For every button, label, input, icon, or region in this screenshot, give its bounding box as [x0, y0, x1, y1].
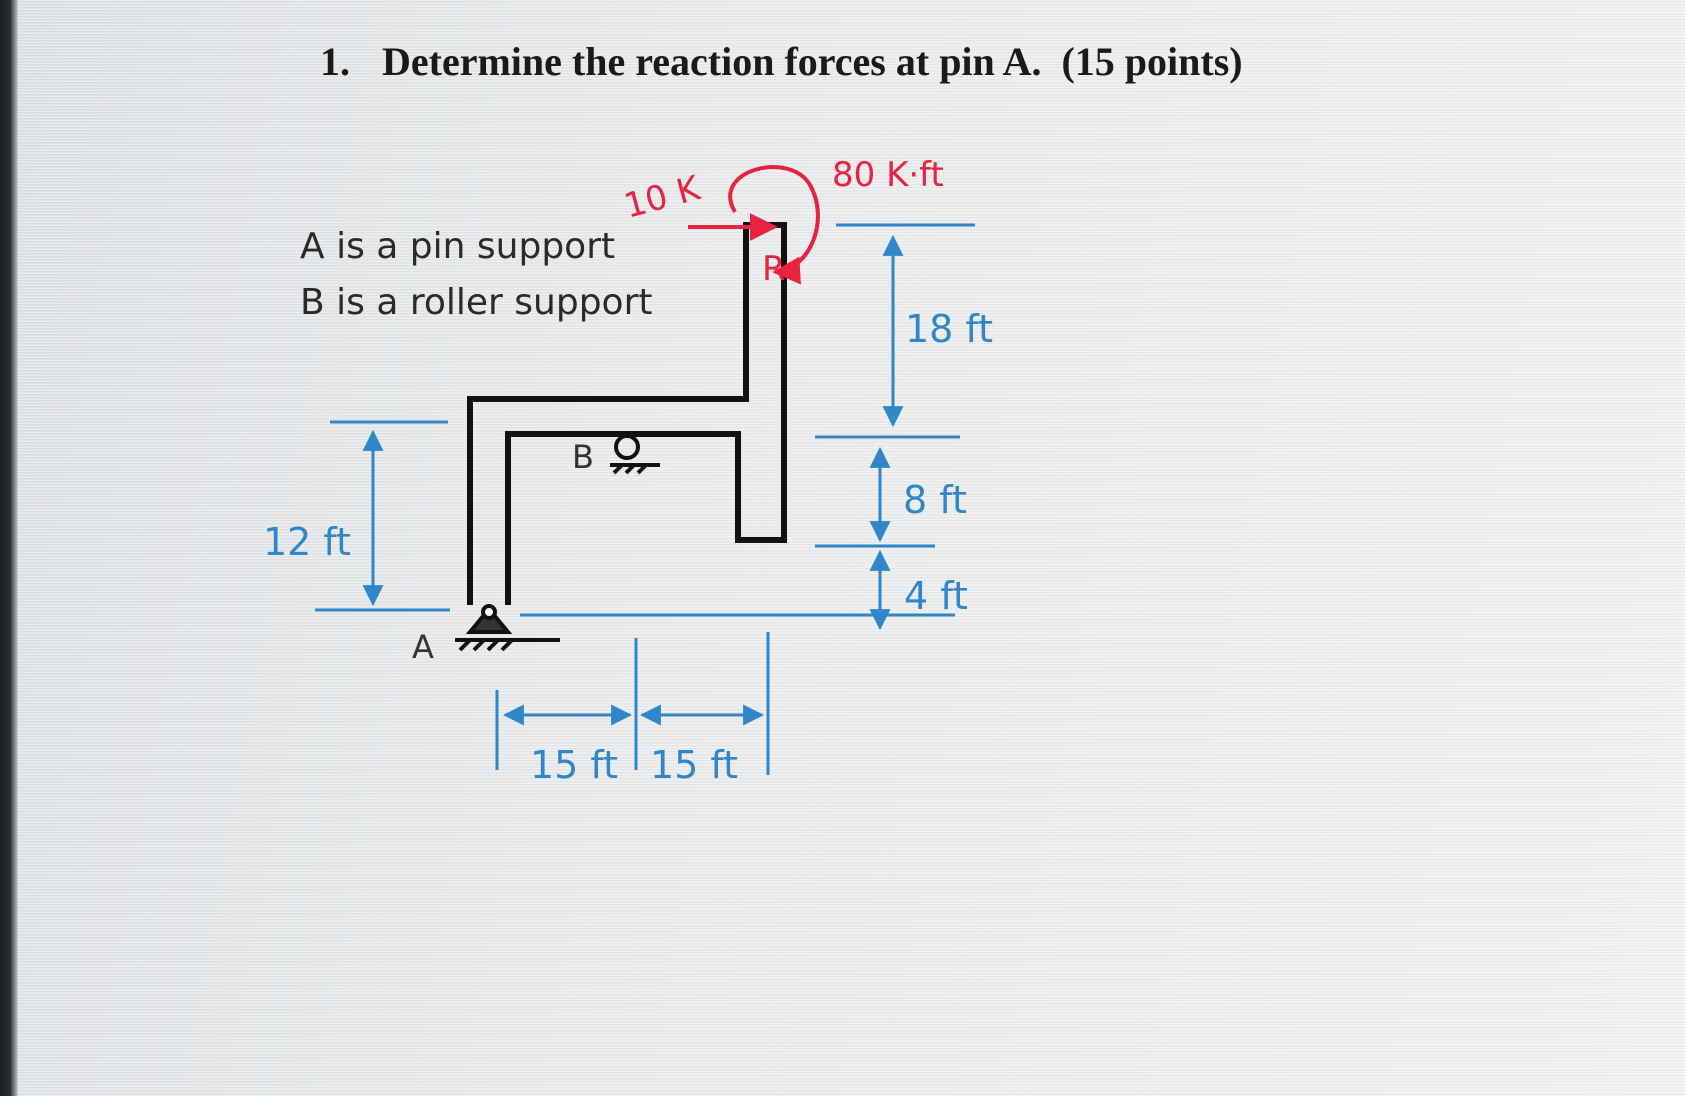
dim-18-label: 18 ft [905, 307, 993, 351]
load-annotations [688, 165, 820, 285]
dim-4-label: 4 ft [904, 574, 968, 618]
frame-outline [467, 222, 787, 605]
dimension-lines [315, 223, 975, 775]
force-label: 10 K [620, 168, 706, 227]
question-title: 1. Determine the reaction forces at pin A… [320, 38, 1243, 85]
dim-8-label: 8 ft [903, 478, 967, 522]
dim-15a-label: 15 ft [530, 743, 618, 787]
moment-marker: R [762, 249, 786, 289]
pin-support-a [455, 604, 560, 652]
label-a: A [412, 628, 434, 666]
roller-wheel [614, 434, 640, 460]
question-number: 1. [320, 39, 350, 84]
dim-12-label: 12 ft [263, 520, 351, 564]
worksheet-page [18, 0, 1685, 1096]
label-b: B [572, 438, 594, 476]
question-text: Determine the reaction forces at pin A. [382, 39, 1042, 84]
pin-hole [481, 604, 497, 620]
frame-structure [467, 222, 787, 605]
moment-arc [728, 165, 820, 285]
note-pin-support: A is a pin support [300, 226, 616, 267]
dim-15b-label: 15 ft [650, 743, 738, 787]
note-roller-support: B is a roller support [300, 282, 653, 323]
roller-support-b [610, 434, 660, 475]
moment-label: 80 K·ft [832, 155, 944, 195]
pin-triangle [465, 605, 513, 634]
question-points: (15 points) [1061, 39, 1243, 84]
